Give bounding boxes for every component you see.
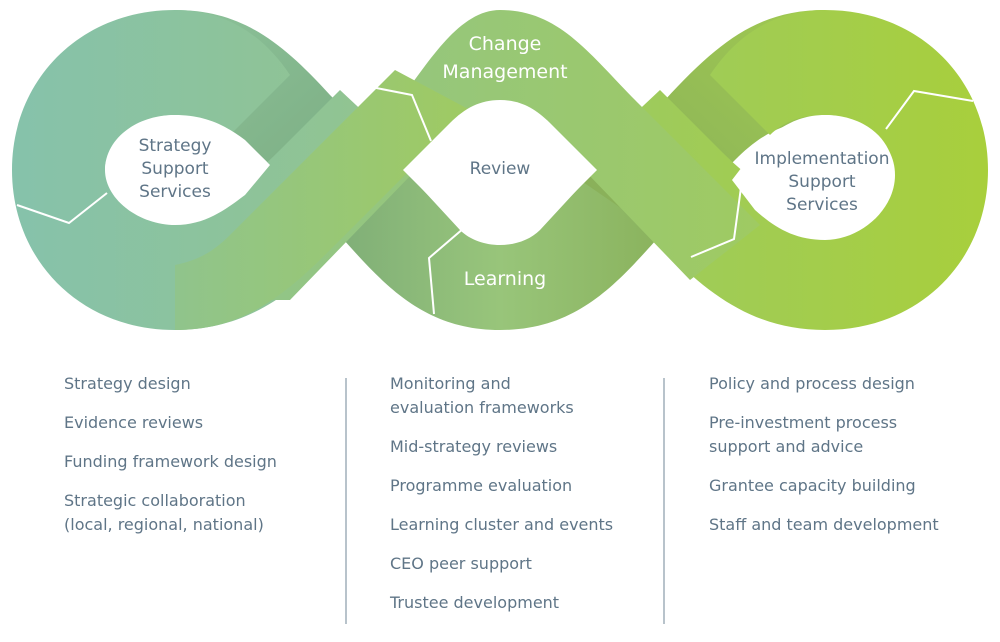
list-item: Learning cluster and events [390,515,614,534]
list-item: Trustee development [390,593,560,612]
list-item: CEO peer support [390,554,532,573]
list-item: Policy and process design [709,374,915,393]
hub-label-strategy: Strategy Support Services [115,135,235,204]
column-divider-right [663,378,665,624]
hub-label-line: Support [141,159,209,179]
hub-label-line: Services [139,182,211,202]
hub-label-review: Review [440,158,560,181]
list-item: Monitoring and evaluation frameworks [390,374,574,417]
implementation-hub-shape [732,115,895,240]
hub-label-line: Review [469,159,531,179]
list-item: Funding framework design [64,452,277,471]
list-item: Staff and team development [709,515,939,534]
list-item: Evidence reviews [64,413,204,432]
list-item: Programme evaluation [390,476,573,495]
separator-line-left [16,192,108,225]
strategy-hub-shape [105,115,270,225]
hub-label-line: Services [786,195,858,215]
separator-line-change [360,84,432,142]
list-item: Grantee capacity building [709,476,916,495]
list-item: Pre-investment process support and advic… [709,413,898,456]
column-strategy: Strategy design Evidence reviews Funding… [64,372,324,552]
hub-label-line: Strategy [138,136,212,156]
list-item: Strategy design [64,374,191,393]
band-label-line: Learning [463,268,547,290]
list-item: Strategic collaboration (local, regional… [64,491,264,534]
band-label-line: Change [468,33,542,55]
band-label-change-management: Change Management [420,30,590,86]
hub-label-line: Implementation [754,149,890,169]
review-hub-shape [403,100,597,238]
separator-line-learning [427,227,465,315]
column-review: Monitoring and evaluation frameworks Mid… [390,372,650,630]
hub-label-line: Support [788,172,856,192]
hub-label-implementation: Implementation Support Services [747,148,897,217]
left-crossing-strand [175,70,470,330]
column-divider-left [345,378,347,624]
separator-line-impl-top [885,89,974,130]
band-label-line: Management [442,61,568,83]
middle-lower-strand [335,165,665,330]
list-item: Mid-strategy reviews [390,437,558,456]
band-label-learning: Learning [440,265,570,293]
infinity-ribbon-diagram [12,10,988,330]
separator-line-impl-bottom [690,179,743,258]
column-implementation: Policy and process design Pre-investment… [709,372,989,552]
